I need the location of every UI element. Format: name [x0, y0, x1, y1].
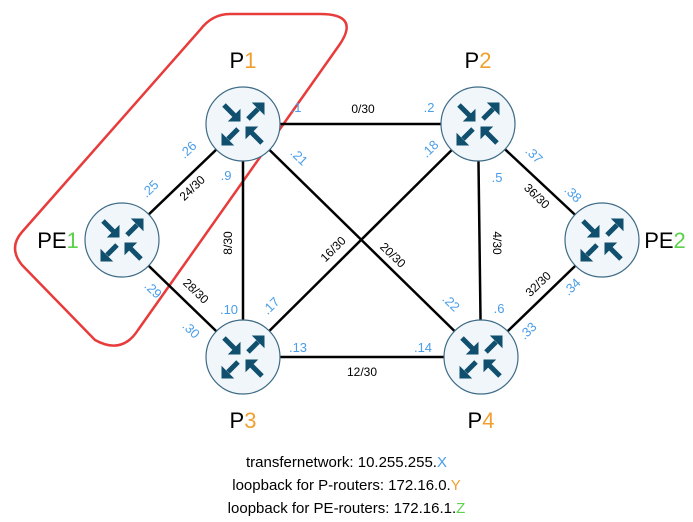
- subnet-label-p4-pe2: 32/30: [523, 268, 555, 299]
- legend-var-y: Y: [450, 477, 461, 494]
- router-p3[interactable]: [205, 319, 281, 395]
- legend-line-pe-loopback: loopback for PE-routers: 172.16.1.Z: [0, 500, 693, 517]
- router-name-p2: P2: [465, 48, 492, 73]
- ip-label: .21: [287, 145, 310, 168]
- link-p2-p4: [476, 123, 483, 358]
- subnet-label-p3-p2: 16/30: [318, 233, 349, 264]
- ip-label: .1: [291, 100, 302, 115]
- ip-label: .5: [492, 170, 503, 185]
- legend-line-p-loopback: loopback for P-routers: 172.16.0.Y: [0, 477, 693, 494]
- ip-label: .18: [418, 137, 441, 160]
- legend-text: transfernetwork: 10.255.255.: [246, 454, 437, 471]
- ip-label: .9: [221, 168, 232, 183]
- ip-label: .37: [522, 143, 545, 166]
- router-name-p3: P3: [230, 408, 257, 433]
- subnet-label-p1-p4: 20/30: [377, 240, 409, 271]
- router-name-pe2: PE2: [644, 228, 686, 253]
- subnet-label-p2-pe2: 36/30: [521, 181, 553, 212]
- ip-label: .13: [289, 340, 307, 355]
- subnet-label-p2-p4: 4/30: [490, 231, 504, 255]
- ip-label: .38: [561, 182, 584, 205]
- router-p4[interactable]: [443, 319, 519, 395]
- router-p2[interactable]: [440, 86, 516, 162]
- ip-label: .14: [414, 340, 432, 355]
- router-name-p4: P4: [468, 408, 495, 433]
- ip-label: .25: [138, 177, 161, 200]
- router-name-pe1: PE1: [37, 228, 79, 253]
- ip-label: .10: [220, 302, 238, 317]
- ip-label: .17: [259, 294, 282, 317]
- ip-label: .6: [494, 301, 505, 316]
- legend-text: loopback for P-routers: 172.16.0.: [232, 477, 451, 494]
- ip-label: .2: [424, 100, 435, 115]
- legend-var-x: X: [436, 454, 447, 471]
- ip-label: .26: [176, 138, 199, 161]
- ip-label: .22: [439, 291, 462, 314]
- router-pe2[interactable]: [564, 202, 640, 278]
- router-pe1[interactable]: [84, 202, 160, 278]
- legend-text: loopback for PE-routers: 172.16.1.: [227, 500, 457, 517]
- router-p1[interactable]: [205, 86, 281, 162]
- ip-label: .33: [516, 319, 539, 342]
- link-p3-p2: [242, 123, 479, 358]
- subnet-label-pe1-p1: 24/30: [177, 172, 209, 203]
- subnet-label-p3-p4: 12/30: [347, 365, 377, 379]
- subnet-label-p1-p3: 8/30: [221, 231, 235, 255]
- ip-label: .30: [179, 318, 202, 341]
- legend-line-transfer: transfernetwork: 10.255.255.X: [0, 454, 693, 471]
- subnet-label-p1-p2: 0/30: [351, 102, 375, 116]
- router-name-p1: P1: [230, 48, 257, 73]
- region-outline: [13, 12, 348, 347]
- legend-var-z: Z: [456, 500, 466, 517]
